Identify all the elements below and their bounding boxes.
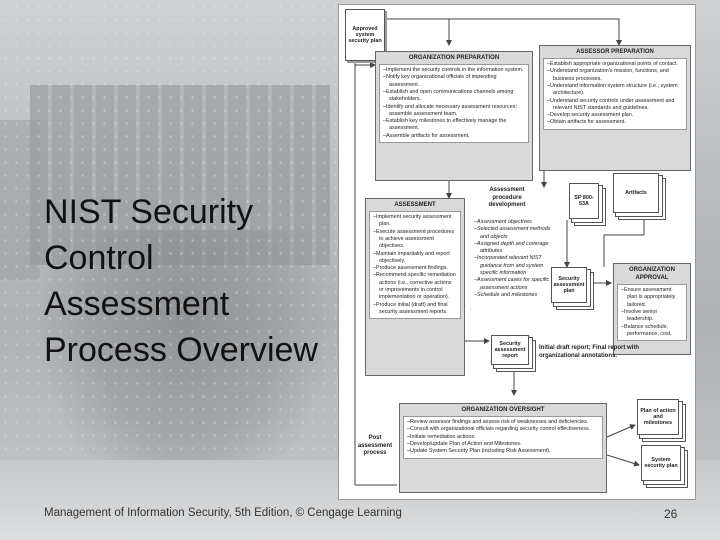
assessment-list: Implement security assessment plan. Exec… — [369, 211, 461, 320]
draft-report-note: Initial draft report; Final report with … — [539, 345, 640, 359]
org-oversight-item: Consult with organizational officials re… — [410, 426, 599, 433]
org-prep-item: Identify and allocate necessary assessme… — [386, 104, 525, 119]
org-prep-list: Implement the security controls in the i… — [379, 64, 529, 144]
org-oversight-title: ORGANIZATION OVERSIGHT — [461, 407, 545, 413]
process-diagram: Approved system security plan ORGANIZATI… — [338, 4, 696, 500]
org-oversight-item: Initiate remediation actions. — [410, 434, 599, 441]
org-prep-item: Establish and open communications channe… — [386, 89, 525, 104]
procedure-dev-title: Assessment procedure development — [488, 187, 526, 208]
organization-preparation-box: ORGANIZATION PREPARATION Implement the s… — [375, 51, 533, 181]
assessor-prep-title: ASSESSOR PREPARATION — [576, 49, 654, 55]
diagram-arrows — [354, 18, 647, 486]
assessment-item: Produce initial (draft) and final securi… — [376, 302, 457, 317]
page-number: 26 — [664, 507, 678, 521]
background-building-left — [0, 120, 40, 280]
org-approval-list: Ensure assessment plan is appropriately … — [617, 284, 687, 342]
procedure-dev-list-box: Assessment objectives Selected assessmen… — [471, 217, 557, 321]
procedure-dev-item: Selected assessment methods and objects — [477, 226, 554, 241]
org-prep-item: Assemble artifacts for assessment. — [386, 133, 525, 140]
org-approval-title: ORGANIZATION APPROVAL — [629, 267, 675, 282]
assessor-preparation-box: ASSESSOR PREPARATION Establish appropria… — [539, 45, 691, 171]
post-assessment-label: Post assessment process — [357, 435, 393, 456]
assessor-prep-item: Establish appropriate organizational poi… — [550, 61, 683, 68]
assessor-prep-item: Obtain artifacts for assessment. — [550, 119, 683, 126]
assessment-item: Execute assessment procedures to achieve… — [376, 229, 457, 251]
security-assessment-plan-doc: Security assessment plan — [551, 267, 587, 303]
slide-footer: Management of Information Security, 5th … — [44, 507, 402, 519]
procedure-dev-item: Incorporated relevant NIST guidance from… — [477, 255, 554, 277]
org-oversight-list: Review assessor findings and assess risk… — [403, 416, 603, 459]
assessor-prep-item: Understand organization's mission, funct… — [550, 68, 683, 83]
org-prep-item: Notify key organizational officials of i… — [386, 74, 525, 89]
system-security-plan-doc: System security plan — [641, 445, 681, 481]
assessment-item: Recommend specific remediation actions (… — [376, 272, 457, 301]
assessment-title: ASSESSMENT — [394, 202, 436, 208]
approved-plan-label: Approved system security plan — [348, 26, 382, 44]
assessor-prep-item: Develop security assessment plan. — [550, 112, 683, 119]
sp-800-53a-doc: SP 800-53A — [569, 183, 599, 219]
slide-title: NIST Security Control Assessment Process… — [44, 193, 318, 369]
assessment-box: ASSESSMENT Implement security assessment… — [365, 198, 465, 376]
procedure-dev-item: Assessment objectives — [477, 219, 554, 226]
assessor-prep-list: Establish appropriate organizational poi… — [543, 58, 687, 130]
assessor-prep-item: Understand security controls under asses… — [550, 98, 683, 113]
org-approval-item: Balance schedule, performance, cost. — [624, 324, 683, 339]
artifacts-label: Artifacts — [625, 190, 647, 196]
org-oversight-item: Review assessor findings and assess risk… — [410, 419, 599, 426]
background-snow — [0, 0, 340, 540]
org-prep-item: Implement the security controls in the i… — [386, 67, 525, 74]
assessment-item: Produce assessment findings. — [376, 265, 457, 272]
security-plan-label: Security assessment plan — [553, 276, 585, 294]
org-approval-item: Involve senior leadership. — [624, 309, 683, 324]
org-approval-item: Ensure assessment plan is appropriately … — [624, 287, 683, 309]
procedure-dev-item: Assigned depth and coverage attributes — [477, 241, 554, 256]
procedure-dev-item: Assessment cases for specific assessment… — [477, 277, 554, 292]
assessment-item: Implement security assessment plan. — [376, 214, 457, 229]
plan-of-action-doc: Plan of action and milestones — [637, 399, 679, 435]
org-prep-title: ORGANIZATION PREPARATION — [408, 55, 500, 61]
assessor-prep-item: Understand information system structure … — [550, 83, 683, 98]
sp-doc-label: SP 800-53A — [574, 195, 594, 207]
org-prep-item: Establish key milestones to effectively … — [386, 118, 525, 133]
org-oversight-item: Update System Security Plan (including R… — [410, 448, 599, 455]
ssp-doc-label: System security plan — [644, 457, 678, 469]
organization-oversight-box: ORGANIZATION OVERSIGHT Review assessor f… — [399, 403, 607, 493]
report-doc-label: Security assessment report — [494, 341, 526, 359]
procedure-dev-list: Assessment objectives Selected assessmen… — [474, 219, 554, 299]
poam-doc-label: Plan of action and milestones — [640, 408, 676, 426]
artifacts-doc: Artifacts — [613, 173, 659, 213]
procedure-dev-item: Schedule and milestones — [477, 292, 554, 299]
security-assessment-report-doc: Security assessment report — [491, 335, 529, 365]
org-oversight-item: Develop/update Plan of Action and Milest… — [410, 441, 599, 448]
organization-approval-box: ORGANIZATION APPROVAL Ensure assessment … — [613, 263, 691, 355]
assessment-item: Maintain impartiality and report objecti… — [376, 251, 457, 266]
